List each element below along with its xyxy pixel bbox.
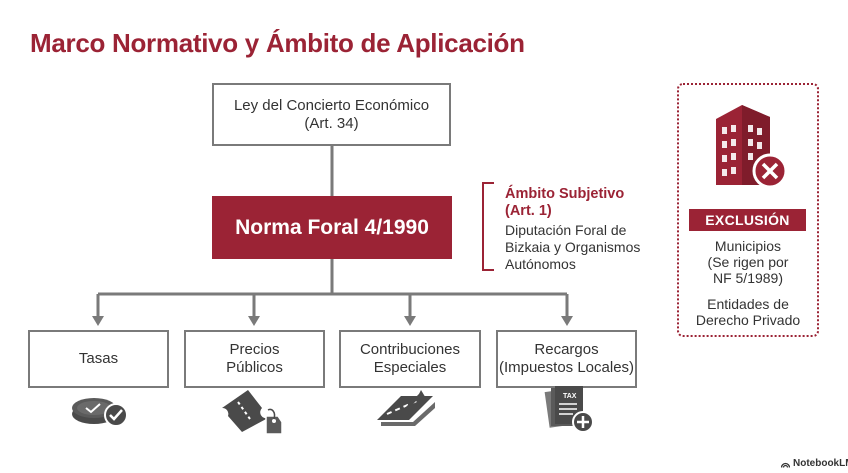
tax-document-plus-icon: TAX [544, 386, 594, 433]
tasas-box: Tasas [28, 330, 169, 388]
exclusion-panel: EXCLUSIÓN Municipios (Se rigen por NF 5/… [677, 83, 819, 337]
ticket-tag-icon [222, 390, 283, 435]
ley-title: Ley del Concierto Económico [233, 96, 430, 114]
page-title: Marco Normativo y Ámbito de Aplicación [30, 28, 525, 58]
contribuciones-especiales-box: Contribuciones Especiales [339, 330, 481, 388]
ley-article: (Art. 34) [304, 114, 359, 132]
road-arrow-icon [377, 390, 435, 426]
coins-check-icon [72, 398, 128, 427]
notebooklm-watermark: NotebookLM [781, 458, 848, 469]
ambito-subjetivo: Ámbito Subjetivo (Art. 1) Diputación For… [480, 180, 670, 273]
ambito-bracket [482, 182, 494, 271]
svg-text:TAX: TAX [563, 393, 577, 400]
recargos-box: Recargos (Impuestos Locales) [496, 330, 637, 388]
exclusion-badge: EXCLUSIÓN [689, 209, 806, 231]
notebooklm-logo-icon [781, 462, 790, 468]
precios-publicos-box: Precios Públicos [184, 330, 325, 388]
norma-foral-box: Norma Foral 4/1990 [212, 196, 452, 259]
exclusion-entidades: Entidades de Derecho Privado [695, 296, 801, 328]
ley-concierto-box: Ley del Concierto Económico (Art. 34) [212, 83, 451, 146]
ambito-body: Diputación Foral de Bizkaia y Organismos… [505, 222, 641, 272]
exclusion-municipios: Municipios (Se rigen por NF 5/1989) [707, 238, 789, 286]
ambito-title: Ámbito Subjetivo (Art. 1) [505, 186, 625, 219]
building-x-icon [716, 105, 788, 189]
